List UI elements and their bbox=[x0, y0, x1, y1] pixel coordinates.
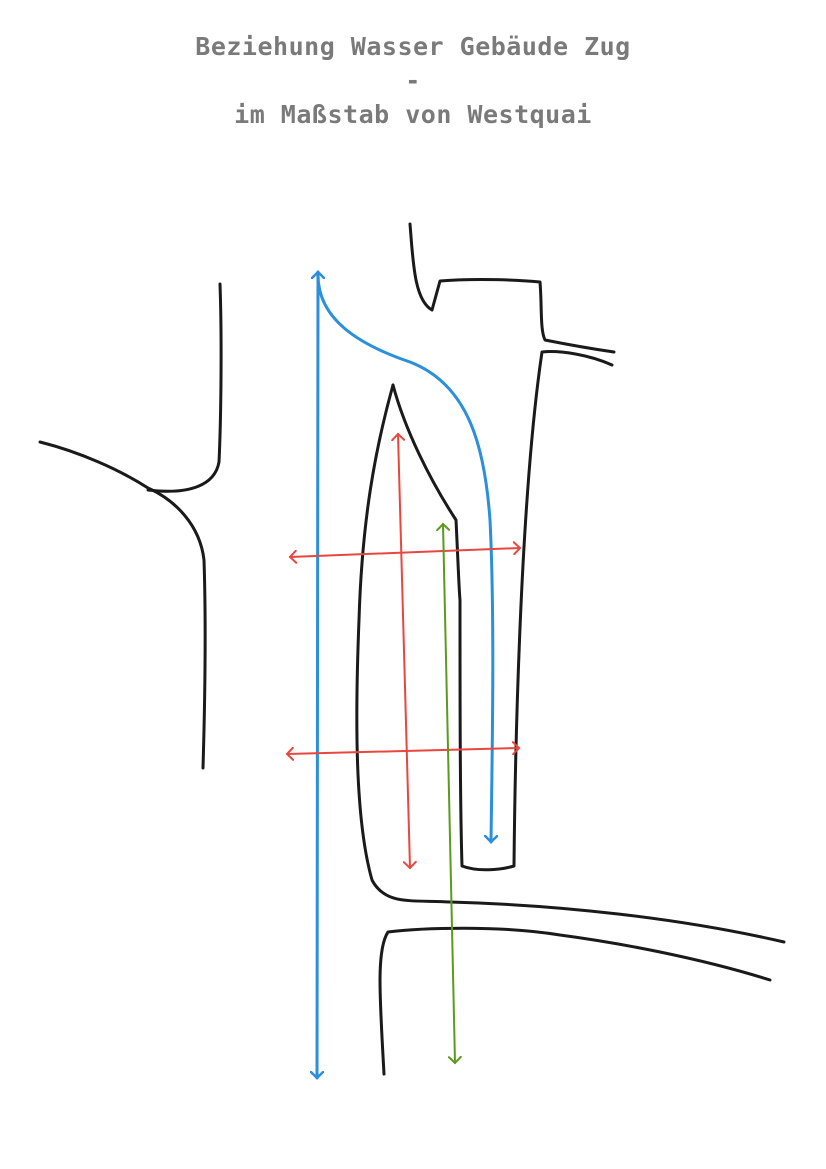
building-arrow-horizontal-lower bbox=[285, 741, 521, 761]
water-flows bbox=[317, 272, 493, 1078]
water-arrow-curved bbox=[316, 273, 493, 842]
title-line-2: im Maßstab von Westquai bbox=[234, 100, 592, 129]
bottom-block-outline bbox=[378, 926, 772, 1076]
title-separator: - bbox=[405, 66, 421, 95]
top-right-block-outline bbox=[408, 222, 616, 354]
building-arrow-horizontal-upper bbox=[288, 541, 522, 564]
diagram-title: Beziehung Wasser Gebäude Zug - im Maßsta… bbox=[0, 30, 826, 132]
title-line-1: Beziehung Wasser Gebäude Zug bbox=[195, 32, 631, 61]
central-building-outline bbox=[355, 383, 786, 944]
building-outlines bbox=[38, 222, 786, 1076]
train-flow bbox=[436, 522, 462, 1065]
building-arrow-vertical bbox=[391, 432, 417, 870]
train-arrow-vertical bbox=[436, 522, 462, 1065]
building-tip-outline bbox=[391, 350, 614, 872]
left-block-top-edge bbox=[146, 282, 223, 493]
building-relations bbox=[285, 432, 522, 870]
water-arrow-vertical bbox=[317, 272, 318, 1078]
left-block-outline bbox=[38, 440, 207, 770]
